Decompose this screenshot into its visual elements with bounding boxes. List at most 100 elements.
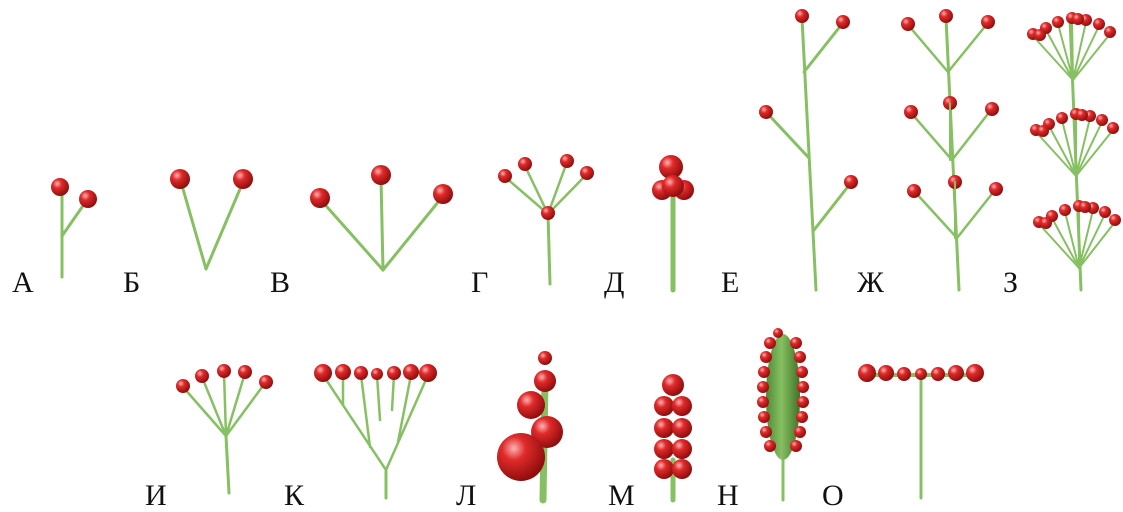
flower xyxy=(764,440,776,452)
flower xyxy=(672,459,692,479)
inflorescence-v xyxy=(310,165,453,270)
flower xyxy=(1040,217,1052,229)
flower xyxy=(419,364,437,382)
flower xyxy=(498,169,512,183)
flower xyxy=(662,175,684,197)
flower xyxy=(1079,201,1091,213)
flower xyxy=(858,364,876,382)
flower xyxy=(1034,29,1046,41)
flower xyxy=(790,440,802,452)
flower xyxy=(662,374,684,396)
flower xyxy=(790,337,802,349)
flower xyxy=(939,9,953,23)
inflorescence-b xyxy=(170,169,253,269)
flower xyxy=(233,169,253,189)
flower xyxy=(931,367,945,381)
inflorescence-l xyxy=(497,351,563,500)
flower xyxy=(1056,112,1068,124)
flower xyxy=(217,364,231,378)
inflorescence-z xyxy=(1027,12,1121,290)
flower xyxy=(966,364,984,382)
inflorescence-g xyxy=(498,154,594,284)
flower xyxy=(1037,125,1049,137)
flower xyxy=(757,396,769,408)
flower xyxy=(541,206,555,220)
flower xyxy=(654,439,674,459)
flower xyxy=(1093,18,1105,30)
flower xyxy=(1104,26,1116,38)
flower xyxy=(794,426,806,438)
flower xyxy=(758,411,770,423)
flower xyxy=(580,166,594,180)
flower xyxy=(310,188,330,208)
flower xyxy=(497,433,545,481)
flower xyxy=(897,367,911,381)
flower xyxy=(948,365,964,381)
flower xyxy=(760,351,772,363)
flower xyxy=(654,396,674,416)
flower xyxy=(433,184,453,204)
flower xyxy=(901,17,915,31)
flower xyxy=(989,182,1003,196)
flower xyxy=(371,368,383,380)
flower xyxy=(672,439,692,459)
flower xyxy=(1076,109,1088,121)
flower xyxy=(1099,206,1111,218)
flower xyxy=(1096,114,1108,126)
flower xyxy=(915,368,927,380)
flower xyxy=(195,369,209,383)
flower xyxy=(534,370,556,392)
flower xyxy=(759,105,773,119)
flower xyxy=(517,391,545,419)
flower xyxy=(797,381,809,393)
flower xyxy=(1052,16,1064,28)
flower xyxy=(760,426,772,438)
flower xyxy=(1072,13,1084,25)
inflorescence-a xyxy=(51,178,97,277)
flower xyxy=(796,366,808,378)
inflorescence-n xyxy=(757,328,809,500)
inflorescence-e xyxy=(759,9,858,290)
flower xyxy=(1107,122,1119,134)
inflorescence-d xyxy=(652,155,694,290)
flower xyxy=(844,175,858,189)
flower xyxy=(354,366,368,380)
flower xyxy=(797,396,809,408)
flower xyxy=(51,178,69,196)
flower xyxy=(878,365,894,381)
flower xyxy=(1059,204,1071,216)
flower xyxy=(538,351,552,365)
umbel xyxy=(1033,200,1121,268)
flower xyxy=(795,9,809,23)
flower xyxy=(654,459,674,479)
flower xyxy=(259,375,273,389)
flower xyxy=(907,184,921,198)
flower xyxy=(518,157,532,171)
flower xyxy=(904,105,918,119)
flower xyxy=(672,396,692,416)
flower xyxy=(79,190,97,208)
flower xyxy=(758,366,770,378)
flower xyxy=(981,15,995,29)
flower xyxy=(335,364,351,380)
flower xyxy=(176,379,190,393)
inflorescence-k xyxy=(314,364,437,498)
flower xyxy=(796,411,808,423)
flower xyxy=(757,381,769,393)
flower xyxy=(560,154,574,168)
flower xyxy=(773,328,783,338)
inflorescence-i xyxy=(176,364,273,493)
flower xyxy=(654,418,674,438)
flower xyxy=(371,165,391,185)
flower xyxy=(672,418,692,438)
flower xyxy=(764,337,776,349)
inflorescence-zh xyxy=(901,9,1003,290)
inflorescence-m xyxy=(654,374,692,500)
flower xyxy=(985,102,999,116)
flower xyxy=(836,15,850,29)
flower xyxy=(387,366,401,380)
flower xyxy=(1109,214,1121,226)
flower xyxy=(170,169,190,189)
